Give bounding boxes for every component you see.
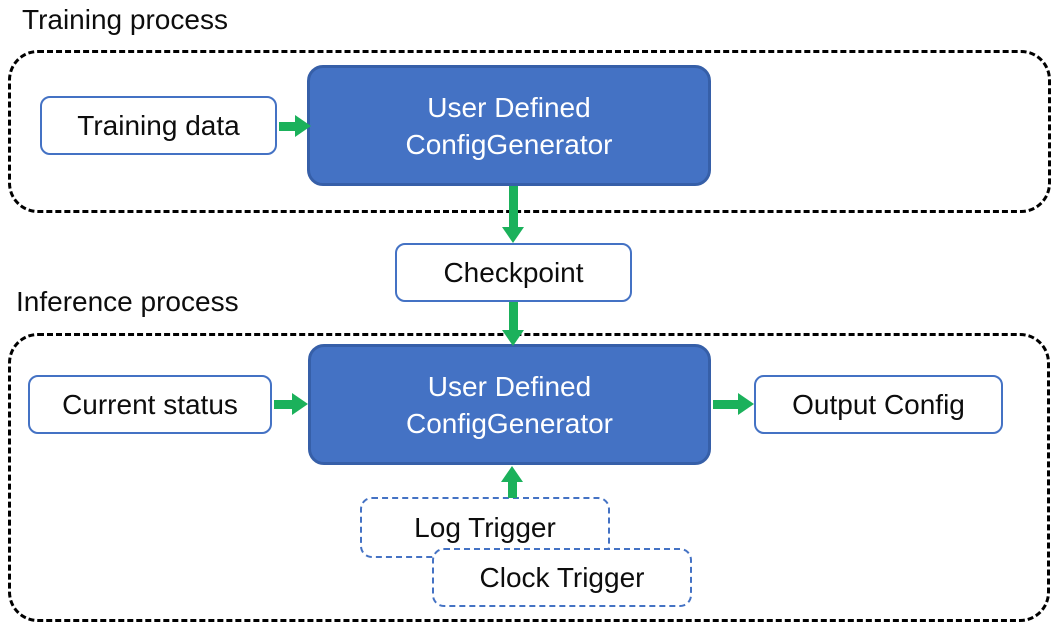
training-process-label: Training process bbox=[22, 4, 228, 35]
arrow-head-right-icon bbox=[292, 393, 308, 415]
generator-line2: ConfigGenerator bbox=[405, 407, 613, 439]
training-process-container bbox=[8, 50, 1051, 213]
arrow-shaft bbox=[508, 481, 517, 498]
arrow-shaft bbox=[274, 400, 293, 409]
generator-line2: ConfigGenerator bbox=[405, 128, 613, 160]
arrow-head-down-icon bbox=[502, 227, 524, 243]
output-config-box: Output Config bbox=[754, 375, 1003, 434]
arrow-shaft bbox=[713, 400, 739, 409]
output-config-label: Output Config bbox=[792, 388, 965, 420]
arrow-head-right-icon bbox=[738, 393, 754, 415]
inference-process-label: Inference process bbox=[16, 286, 239, 317]
log-trigger-label: Log Trigger bbox=[414, 511, 556, 543]
generator-line1: User Defined bbox=[427, 91, 591, 123]
generator-line1: User Defined bbox=[427, 370, 592, 402]
inference-config-generator-box: User Defined ConfigGenerator bbox=[308, 344, 711, 465]
clock-trigger-box: Clock Trigger bbox=[432, 548, 692, 607]
arrow-head-up-icon bbox=[501, 466, 523, 482]
training-data-box: Training data bbox=[40, 96, 277, 155]
checkpoint-label: Checkpoint bbox=[443, 256, 584, 288]
current-status-box: Current status bbox=[28, 375, 272, 434]
arrow-shaft bbox=[279, 122, 297, 131]
inference-process-container bbox=[8, 333, 1050, 622]
arrow-head-right-icon bbox=[295, 115, 311, 137]
training-data-label: Training data bbox=[77, 109, 240, 141]
checkpoint-box: Checkpoint bbox=[395, 243, 632, 302]
training-config-generator-box: User Defined ConfigGenerator bbox=[307, 65, 711, 186]
clock-trigger-label: Clock Trigger bbox=[479, 561, 645, 593]
arrow-shaft bbox=[509, 302, 518, 331]
arrow-head-down-icon bbox=[502, 330, 524, 346]
log-trigger-box: Log Trigger bbox=[360, 497, 610, 558]
current-status-label: Current status bbox=[62, 388, 238, 420]
arrow-shaft bbox=[509, 186, 518, 228]
